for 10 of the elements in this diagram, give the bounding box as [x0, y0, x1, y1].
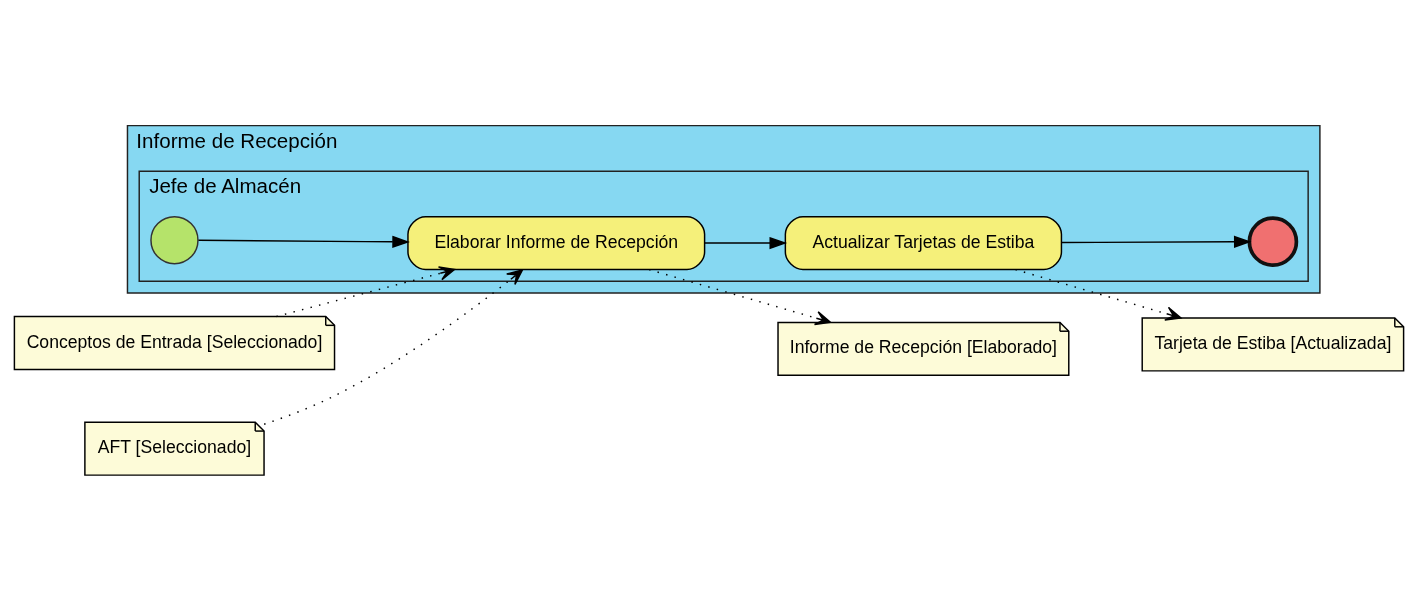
arrow — [648, 268, 832, 326]
node-box: Elaborar Informe de Recepción — [407, 215, 706, 271]
node-box: Actualizar Tarjetas de Estiba — [784, 215, 1063, 271]
arrow — [197, 235, 410, 249]
node-circle — [1247, 216, 1299, 267]
arrow — [1061, 235, 1252, 248]
arrow — [1014, 268, 1182, 321]
node-circle — [150, 215, 199, 265]
arrow — [263, 269, 524, 425]
arrow — [704, 236, 788, 250]
